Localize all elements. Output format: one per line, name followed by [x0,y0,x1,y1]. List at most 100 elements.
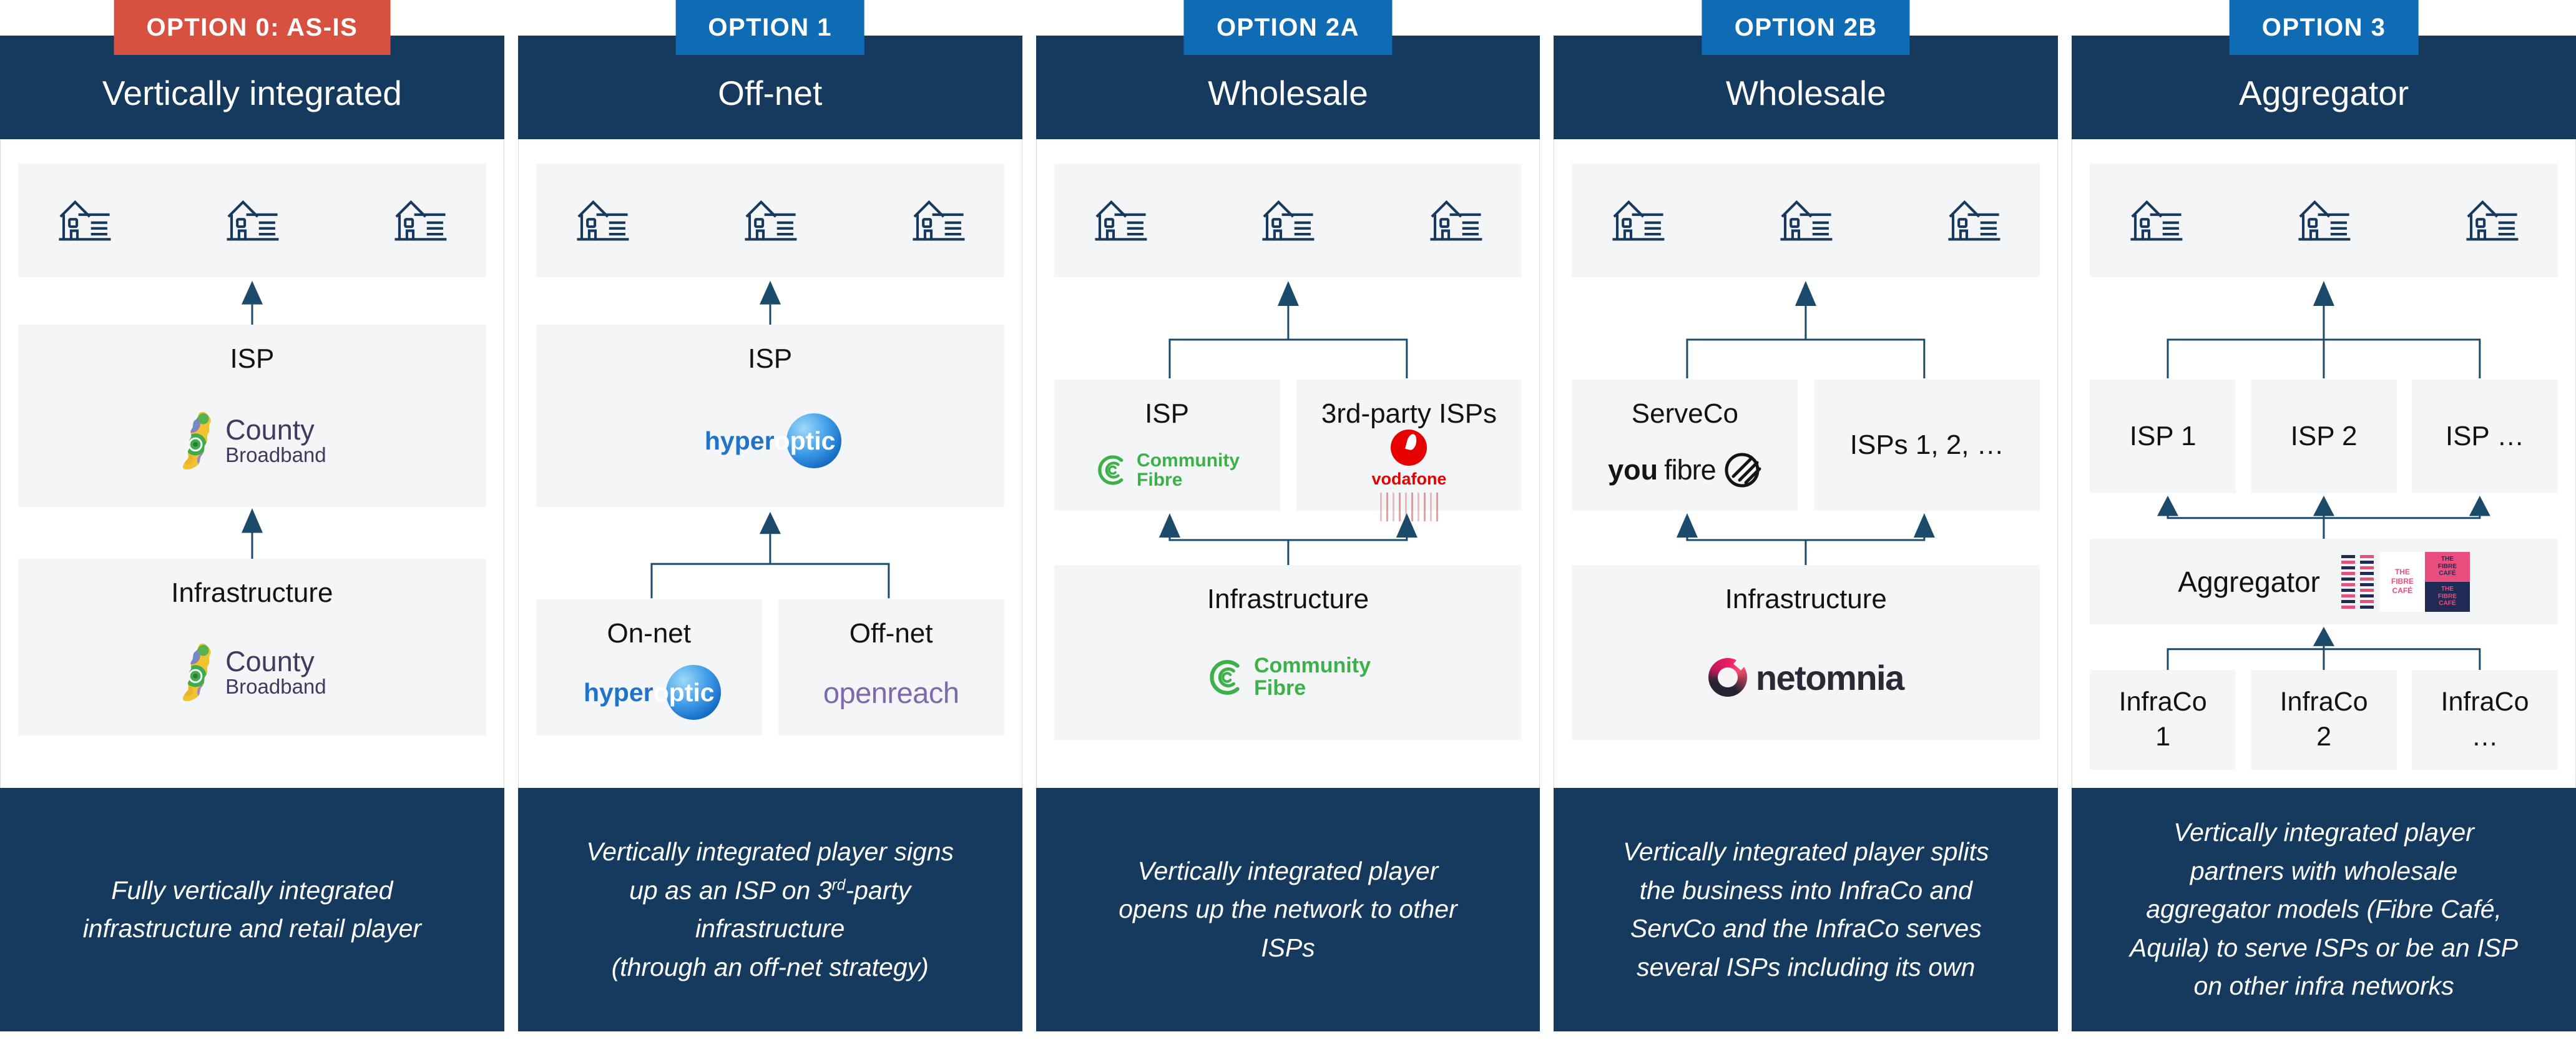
homes-box [1572,164,2040,277]
homes-box [1054,164,1522,277]
infrastructure-label: Infrastructure [171,578,333,608]
house-icon [1610,195,1665,245]
vodafone-fringe [1379,493,1438,521]
house-icon [2464,195,2519,245]
isp2-label: ISP 2 [2290,421,2358,451]
house-icon [1946,195,2001,245]
house-icon [575,195,630,245]
isp1-label: ISP 1 [2129,421,2196,451]
merge-branch-connector [536,511,1004,599]
up-arrow [241,508,263,559]
house-icon [911,195,966,245]
split-branch-connector [1572,281,2040,380]
homes-box [18,164,486,277]
double-up-arrow-connector [1158,513,1418,565]
infrastructure-label: Infrastructure [1725,584,1887,614]
option2a-description: Vertically integrated player opens up th… [1036,788,1540,1031]
option3-content: ISP 1 ISP 2 ISP … Aggregator THE FIBRE C… [2072,139,2576,788]
option2b-title: Wholesale [1725,74,1886,112]
house-icon [1428,195,1483,245]
netomnia-ring-icon [1708,658,1747,697]
third-party-isps-box: 3rd-party ISPs vodafone [1296,380,1522,521]
house-icon [1260,195,1315,245]
option0-badge: OPTION 0: AS-IS [114,0,391,55]
house-icon [225,195,280,245]
infraco2-box: InfraCo 2 [2251,670,2397,770]
option1-badge: OPTION 1 [675,0,865,55]
option1-title: Off-net [718,74,823,112]
network-boxes-row: On-net hyperoptic Off-net openreach [536,599,1004,735]
up-arrow [759,280,781,325]
isp1-box: ISP 1 [2090,380,2236,493]
hyperoptic-logo: hyperoptic [705,413,842,469]
house-icon [2128,195,2183,245]
option2a-badge: OPTION 2A [1183,0,1393,55]
isp3-label: ISP … [2445,421,2525,451]
isps-label: ISPs 1, 2, … [1849,430,2004,460]
fibre-cafe-dashes-icon [2341,552,2374,612]
split-branch-connector [1054,281,1522,380]
option3-title: Aggregator [2239,74,2409,112]
infraco1-box: InfraCo 1 [2090,670,2236,770]
isp-label: ISP [1145,398,1189,429]
option2a-title: Wholesale [1208,74,1368,112]
isp2-box: ISP 2 [2251,380,2397,493]
infraco3-label: InfraCo … [2441,687,2529,752]
infraco2-label: InfraCo 2 [2280,687,2368,752]
infrastructure-box: Infrastructure netomnia [1572,565,2040,740]
off-net-label: Off-net [849,618,933,649]
infraco-boxes-row: InfraCo 1 InfraCo 2 InfraCo … [2090,670,2558,770]
house-icon [57,195,112,245]
uk-map-icon [178,642,217,703]
vodafone-speechmark-icon [1391,430,1428,466]
isp-boxes-row: ISP 1 ISP 2 ISP … [2090,380,2558,493]
homes-box [2090,164,2558,277]
homes-box [536,164,1004,277]
uk-map-icon [178,410,217,471]
isp-label: ISP [748,343,793,374]
hyperoptic-sphere-icon [665,665,721,720]
triple-split-connector [2090,281,2558,380]
isps-box: ISPs 1, 2, … [1814,380,2040,511]
house-icon [1778,195,1833,245]
up-arrow [241,280,263,325]
option3-badge: OPTION 3 [2229,0,2419,55]
isp-label: ISP [230,343,275,374]
aggregator-label: Aggregator [2178,565,2320,598]
option1-description: Vertically integrated player signs up as… [517,788,1022,1031]
option2b-badge: OPTION 2B [1702,0,1910,55]
house-icon [1093,195,1148,245]
youfibre-circle-icon [1722,450,1762,490]
option1-content: ISP hyperoptic On-net hyperoptic [517,139,1022,788]
vodafone-logo: vodafone [1371,430,1446,521]
option2b-description: Vertically integrated player splits the … [1554,788,2059,1031]
hyperoptic-sphere-icon [786,413,842,468]
fibre-cafe-logo: THE FIBRE CAFÉ THE FIBRE CAFÉ THE FIBRE … [2341,551,2470,612]
isp-box: ISP hyperoptic [536,325,1004,507]
triple-drop-connector [2090,627,2558,670]
infraco3-box: InfraCo … [2412,670,2558,770]
off-net-box: Off-net openreach [778,599,1004,735]
option0-column: OPTION 0: AS-IS Vertically integrated IS… [0,0,504,1042]
infrastructure-label: Infrastructure [1207,584,1369,614]
third-party-isps-label: 3rd-party ISPs [1321,398,1497,429]
option3-header: Aggregator [2072,36,2576,139]
hyperoptic-logo: hyperoptic [584,664,721,720]
serveco-label: ServeCo [1631,398,1738,429]
option2a-column: OPTION 2A Wholesale ISP Commun [1036,0,1540,1042]
option1-column: OPTION 1 Off-net ISP hyperoptic [517,0,1022,1042]
house-icon [743,195,798,245]
